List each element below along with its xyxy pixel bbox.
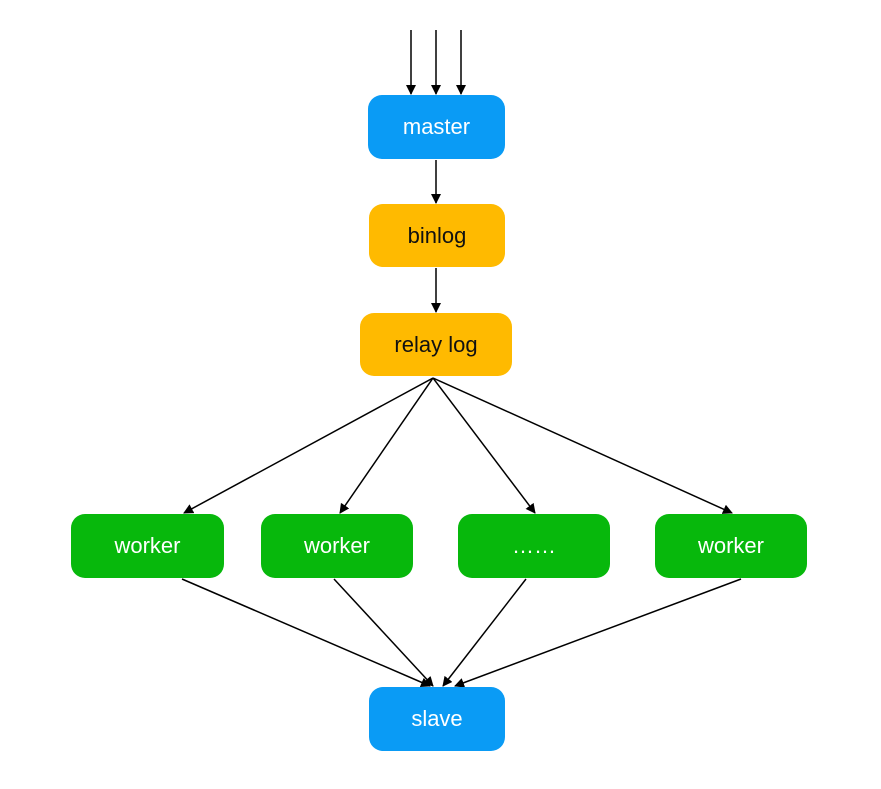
edge-relaylog-worker-3	[432, 377, 536, 514]
master-label: master	[402, 114, 471, 139]
relay-log-label: relay log	[394, 331, 478, 357]
slave-label: slave	[411, 706, 463, 731]
edge-relaylog-worker-1	[183, 377, 434, 514]
worker-label-4: worker	[697, 533, 764, 558]
edge-worker-4-slave	[454, 578, 742, 688]
worker-label-1: worker	[114, 533, 181, 558]
worker-label-2: worker	[303, 533, 370, 558]
binlog-node: binlog	[369, 204, 505, 267]
binlog-label: binlog	[407, 222, 467, 248]
worker-node-2: worker	[261, 514, 413, 578]
worker-node-ellipsis: ……	[458, 514, 610, 578]
edge-relaylog-worker-2	[339, 377, 434, 514]
worker-node-4: worker	[655, 514, 807, 578]
master-node: master	[368, 95, 505, 159]
slave-node: slave	[369, 687, 505, 751]
edge-worker-3-slave	[442, 578, 527, 687]
worker-node-1: worker	[71, 514, 224, 578]
worker-label-ellipsis: ……	[512, 533, 556, 558]
edge-worker-2-slave	[333, 578, 434, 687]
relay-log-node: relay log	[360, 313, 512, 376]
edge-worker-1-slave	[181, 578, 431, 688]
edge-relaylog-worker-4	[432, 377, 733, 514]
